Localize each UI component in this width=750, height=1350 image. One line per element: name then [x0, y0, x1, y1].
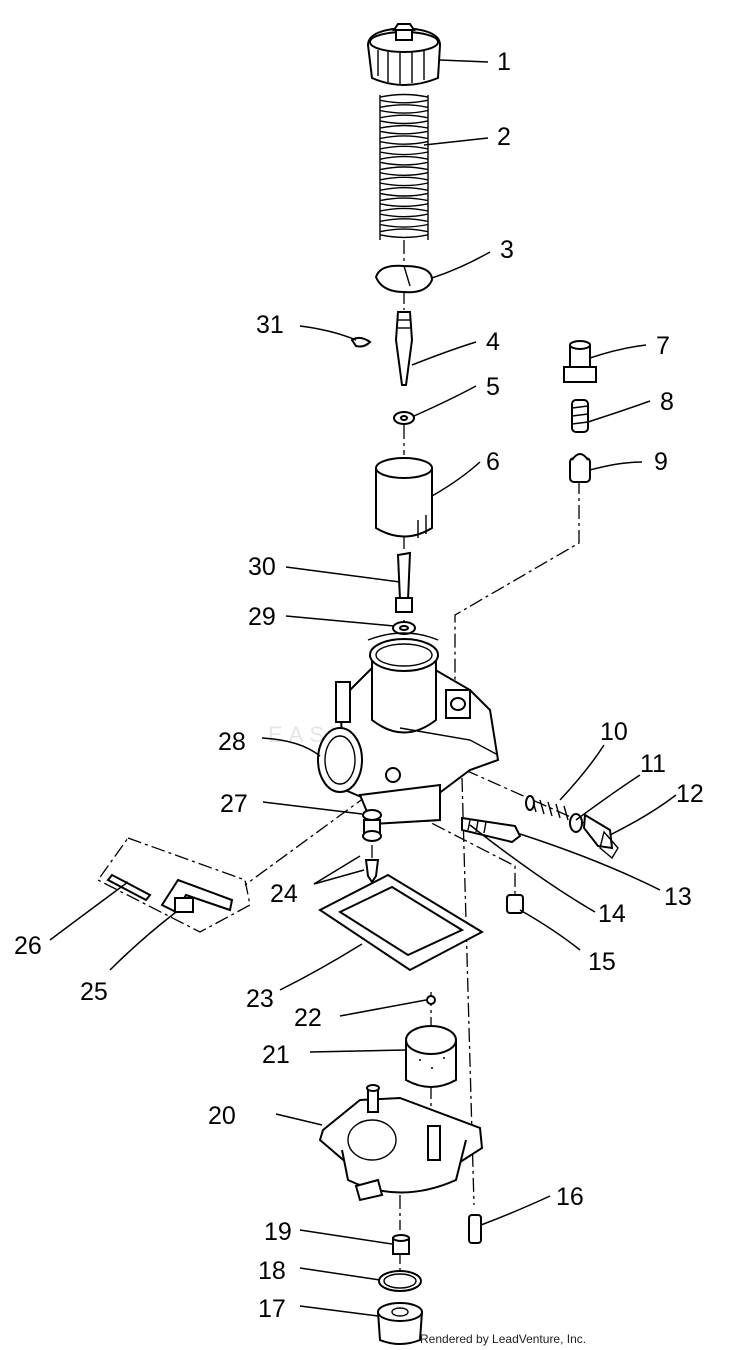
- part-2-spring: [379, 93, 429, 240]
- callout-18: 18: [258, 1257, 286, 1285]
- callout-13: 13: [664, 883, 692, 911]
- callout-4: 4: [486, 328, 500, 356]
- callout-6: 6: [486, 448, 500, 476]
- part-24-jet-tip: [364, 859, 380, 884]
- part-19-jet: [392, 1234, 410, 1255]
- callout-19: 19: [264, 1218, 292, 1246]
- part-25-clip: [160, 878, 234, 914]
- callout-20: 20: [208, 1102, 236, 1130]
- callout-15: 15: [588, 948, 616, 976]
- callout-2: 2: [497, 123, 511, 151]
- callout-22: 22: [294, 1004, 322, 1032]
- callout-14: 14: [598, 900, 626, 928]
- callout-29: 29: [248, 603, 276, 631]
- callout-5: 5: [486, 373, 500, 401]
- part-4-needle: [394, 311, 414, 386]
- part-20-float-bowl: [318, 1084, 484, 1202]
- callout-16: 16: [556, 1183, 584, 1211]
- part-30-jet: [395, 551, 413, 613]
- callout-12: 12: [676, 780, 704, 808]
- part-3-plate: [374, 264, 434, 294]
- part-31-clip: [350, 336, 372, 348]
- rendered-by-credit: Rendered by LeadVenture, Inc.: [420, 1332, 586, 1346]
- callout-26: 26: [14, 932, 42, 960]
- part-26-bracket-outline: [97, 837, 251, 933]
- part-7-fitting: [563, 340, 597, 383]
- part-13-pilot-screw: [461, 816, 522, 844]
- part-15-plug: [506, 894, 524, 914]
- callout-25: 25: [80, 978, 108, 1006]
- callout-24: 24: [270, 880, 298, 908]
- part-12-screw: [582, 813, 619, 860]
- part-1-top-cap: [366, 23, 442, 86]
- part-27-jet: [362, 809, 382, 842]
- part-6-throttle-slide: [375, 457, 433, 538]
- part-10-spring: [525, 795, 569, 821]
- part-29-oring: [392, 621, 416, 635]
- part-16-drain-screw: [468, 1214, 482, 1244]
- part-8-spring-small: [571, 399, 589, 433]
- part-26-plate: [106, 873, 152, 902]
- callout-labels: 1 2 3 4 5 6 7 8 9 10 11 12 13 14 15 16 1…: [14, 48, 704, 1323]
- part-18-oring: [378, 1270, 422, 1292]
- callout-7: 7: [656, 332, 670, 360]
- callout-10: 10: [600, 718, 628, 746]
- part-21-float: [405, 1025, 457, 1088]
- callout-27: 27: [220, 790, 248, 818]
- part-28-carburetor-body: [317, 632, 500, 826]
- callout-30: 30: [248, 553, 276, 581]
- callout-1: 1: [497, 48, 511, 76]
- part-22-ball: [426, 995, 436, 1005]
- part-23-gasket: [318, 873, 485, 972]
- part-5-washer: [393, 411, 415, 425]
- callout-3: 3: [500, 236, 514, 264]
- callout-17: 17: [258, 1295, 286, 1323]
- callout-21: 21: [262, 1041, 290, 1069]
- callout-31: 31: [256, 311, 284, 339]
- callout-28: 28: [218, 728, 246, 756]
- callout-9: 9: [654, 448, 668, 476]
- part-17-bowl-plug: [376, 1302, 424, 1345]
- callout-23: 23: [246, 985, 274, 1013]
- leader-lines: [49, 59, 677, 1317]
- part-9-plunger: [569, 453, 591, 483]
- callout-8: 8: [660, 388, 674, 416]
- callout-11: 11: [640, 750, 666, 778]
